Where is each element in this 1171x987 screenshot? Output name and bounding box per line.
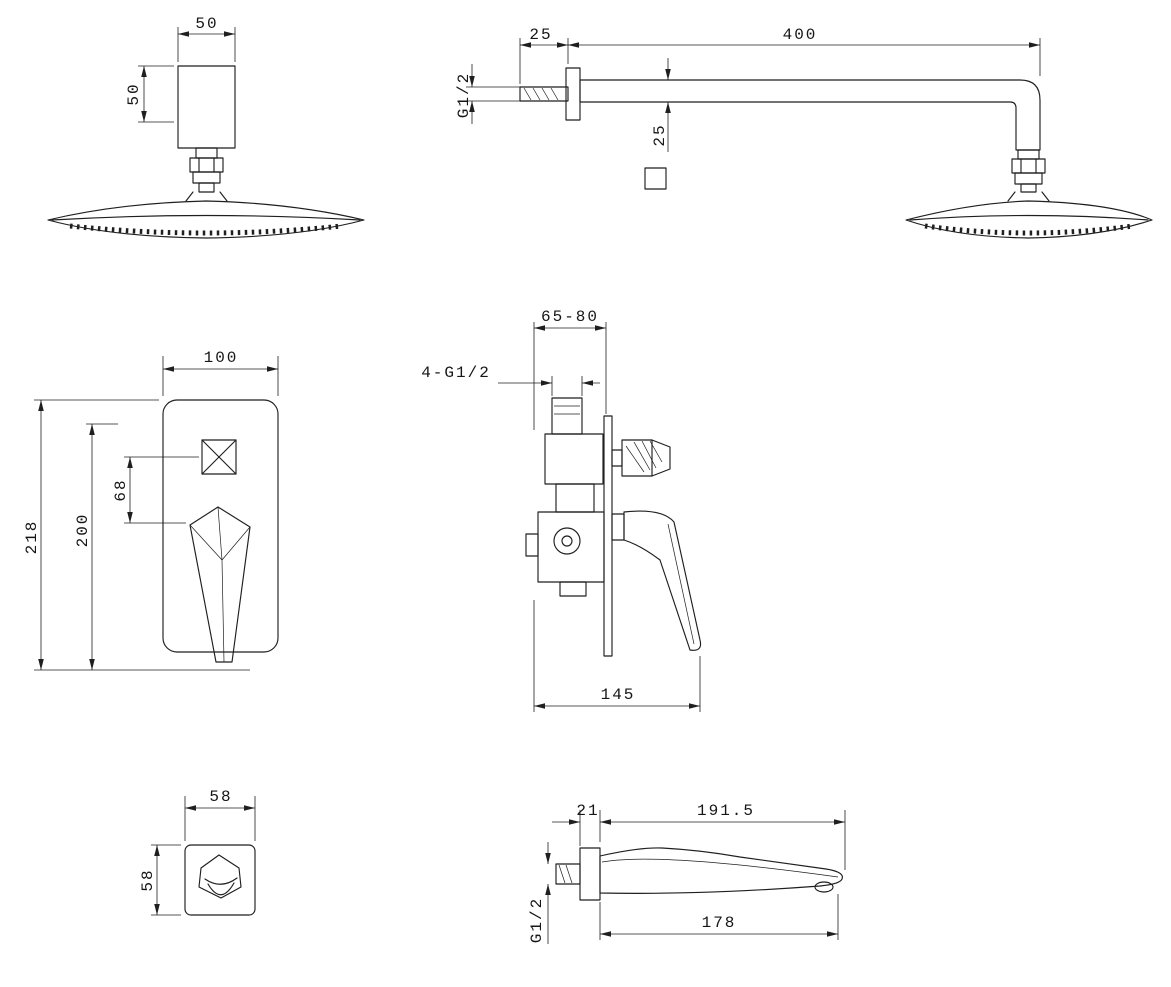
spout-wall-flange xyxy=(579,847,601,901)
dim-plate-height: 200 xyxy=(74,513,92,548)
trim-plate-edge xyxy=(603,415,613,657)
ceiling-mount-block xyxy=(177,65,236,149)
dim-plate-width: 100 xyxy=(204,349,239,367)
mixer-handle-side xyxy=(623,510,702,651)
handle-top-view xyxy=(198,854,242,899)
view-shower-arm-side: 25 400 G1/2 25 xyxy=(455,26,1153,239)
arm-connector-nut xyxy=(1011,158,1046,174)
handle-escutcheon xyxy=(184,844,256,916)
shower-arm xyxy=(579,79,1041,151)
dim-diverter-offset: 68 xyxy=(112,478,130,501)
mixer-trim-plate xyxy=(162,399,279,653)
dim-arm-profile: 25 xyxy=(651,123,669,146)
square-section-symbol xyxy=(644,167,667,190)
view-showerhead-front: 50 50 xyxy=(47,15,365,239)
dim-arm-inlet-thread: G1/2 xyxy=(455,72,473,118)
view-mixer-front: 100 218 200 68 xyxy=(23,349,279,671)
view-spout-side: 21 191.5 G1/2 178 xyxy=(528,802,846,944)
dim-head-mount-height: 50 xyxy=(125,82,143,105)
valve-top-port xyxy=(551,397,583,435)
view-mixer-valve-side: 65-80 4-G1/2 145 xyxy=(421,308,702,712)
valve-outlet-circle xyxy=(553,527,581,555)
valve-bottom-port xyxy=(559,581,587,597)
shower-head-disc xyxy=(47,200,365,239)
spout-inlet-stub xyxy=(555,863,581,885)
valve-back-port xyxy=(525,533,539,557)
dim-recess-depth: 65-80 xyxy=(541,308,599,326)
dim-escutcheon-width: 58 xyxy=(209,788,232,806)
dim-arm-length: 400 xyxy=(783,26,818,44)
spout-body xyxy=(599,847,843,894)
dim-head-mount-width: 50 xyxy=(195,15,218,33)
valve-lower-body xyxy=(537,511,605,583)
dim-spout-reach: 178 xyxy=(702,914,737,932)
arm-inlet-stub xyxy=(519,86,569,102)
dim-escutcheon-height: 58 xyxy=(139,868,157,891)
nozzle-band-side xyxy=(924,223,1134,236)
dim-spout-inlet-thread: G1/2 xyxy=(528,897,546,943)
valve-upper-body xyxy=(544,433,604,485)
view-handle-plan: 58 58 xyxy=(139,788,256,916)
dim-spout-overall-length: 191.5 xyxy=(697,802,755,820)
diverter-knob-side xyxy=(621,439,671,477)
dim-arm-wall-offset: 25 xyxy=(529,26,552,44)
connector-nut xyxy=(189,157,224,173)
dim-overall-depth: 145 xyxy=(601,686,636,704)
dim-overall-height: 218 xyxy=(23,520,41,555)
dim-spout-plate-depth: 21 xyxy=(576,802,599,820)
diverter-button xyxy=(201,439,237,475)
spout-aerator xyxy=(814,881,834,893)
dim-connections-thread: 4-G1/2 xyxy=(421,364,491,382)
shower-head-disc-side xyxy=(905,200,1153,239)
